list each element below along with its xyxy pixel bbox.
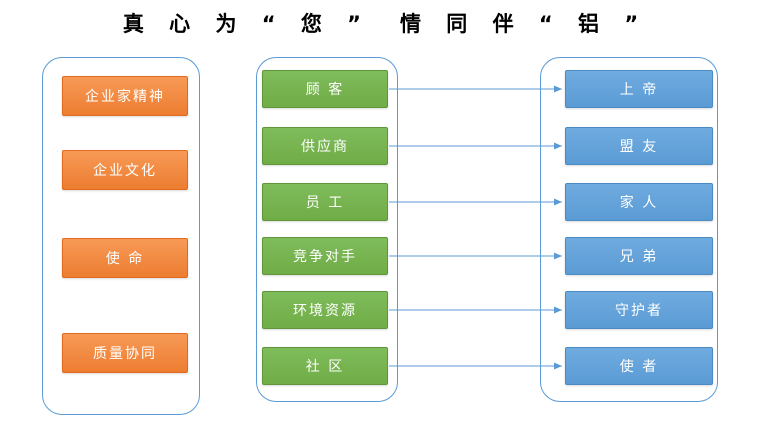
node-supplier: 供应商 [262, 127, 388, 165]
middle-group-container [256, 57, 398, 402]
node-environment-resources: 环境资源 [262, 291, 388, 329]
node-community: 社 区 [262, 347, 388, 385]
node-corporate-culture: 企业文化 [62, 150, 188, 190]
node-god: 上 帝 [565, 70, 713, 108]
page-title: 真 心 为 “ 您 ” 情 同 伴 “ 铝 ” [122, 12, 648, 36]
node-quality-collaboration: 质量协同 [62, 333, 188, 373]
node-employee: 员 工 [262, 183, 388, 221]
node-mission: 使 命 [62, 238, 188, 278]
node-brother: 兄 弟 [565, 237, 713, 275]
node-customer: 顾 客 [262, 70, 388, 108]
node-messenger: 使 者 [565, 347, 713, 385]
node-entrepreneurship: 企业家精神 [62, 76, 188, 116]
right-group-container [540, 57, 718, 402]
node-guardian: 守护者 [565, 291, 713, 329]
node-competitor: 竞争对手 [262, 237, 388, 275]
node-ally: 盟 友 [565, 127, 713, 165]
node-family: 家 人 [565, 183, 713, 221]
